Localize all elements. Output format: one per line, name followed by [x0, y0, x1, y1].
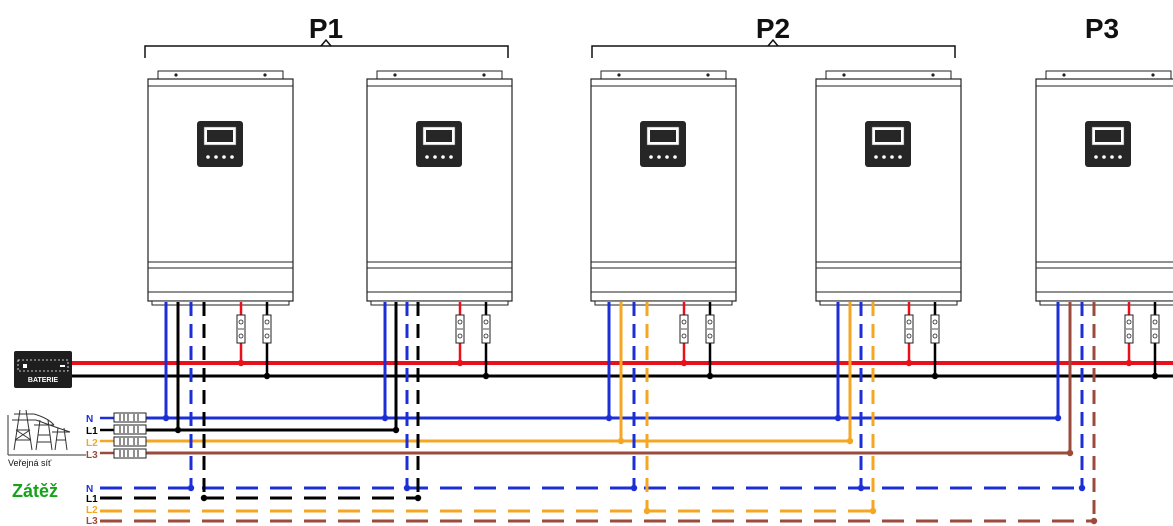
junction-dot — [187, 484, 195, 492]
junction-dot — [1054, 414, 1062, 422]
inverter-button-icon — [206, 155, 210, 159]
group-p3-label: P3 — [1085, 13, 1119, 44]
junction-dot — [643, 507, 651, 515]
inverter-button-icon — [441, 155, 445, 159]
inverter-unit — [815, 70, 962, 306]
inverter-button-icon — [230, 155, 234, 159]
dc-fuse-icon — [1150, 314, 1160, 344]
inverter-button-icon — [673, 155, 677, 159]
inverter-button-icon — [449, 155, 453, 159]
junction-dot — [869, 507, 877, 515]
junction-dot — [617, 437, 625, 445]
junction-dot — [381, 414, 389, 422]
inverter-body — [366, 78, 513, 302]
inverter-button-icon — [649, 155, 653, 159]
grid-breakers — [113, 412, 147, 459]
group-label-p3: P3 — [1085, 13, 1119, 44]
inverter-button-icon — [898, 155, 902, 159]
junction-dot — [857, 484, 865, 492]
junction-dot — [706, 372, 714, 380]
junction-dot — [414, 494, 422, 502]
inverter-button-icon — [890, 155, 894, 159]
inverter-button-icon — [1110, 155, 1114, 159]
junction-dot — [630, 484, 638, 492]
grid-label: Veřejná síť — [8, 458, 52, 468]
junction-dot — [162, 414, 170, 422]
junction-dot — [834, 414, 842, 422]
grid-phase-l1: L1 — [86, 426, 98, 437]
inverter-button-icon — [425, 155, 429, 159]
inverter-button-icon — [433, 155, 437, 159]
inverter-button-icon — [657, 155, 661, 159]
dc-fuse-icon — [1124, 314, 1134, 344]
grid-phase-l2: L2 — [86, 438, 98, 449]
dc-fuse-icon — [236, 314, 246, 344]
junction-dot — [1066, 449, 1074, 457]
grid-pylon-icon — [7, 409, 86, 456]
inverter-unit — [1035, 70, 1173, 306]
junction-dot — [1090, 517, 1098, 525]
inverter-button-icon — [665, 155, 669, 159]
battery-icon: BATERIE — [14, 351, 72, 388]
junction-dot — [846, 437, 854, 445]
junction-dot — [905, 359, 913, 367]
inverter-button-icon — [1094, 155, 1098, 159]
junction-dot — [403, 484, 411, 492]
inverter-unit — [366, 70, 513, 306]
junction-dot — [1151, 372, 1159, 380]
junction-dot — [200, 494, 208, 502]
junction-dot — [174, 426, 182, 434]
inverter-body — [815, 78, 962, 302]
dc-fuse-icon — [904, 314, 914, 344]
junction-dot — [456, 359, 464, 367]
dc-fuse-icon — [679, 314, 689, 344]
group-label-p1: P1 — [309, 13, 343, 44]
inverter-button-icon — [874, 155, 878, 159]
junction-dot — [1078, 484, 1086, 492]
battery-label: BATERIE — [28, 377, 59, 384]
junction-dot — [392, 426, 400, 434]
junction-dot — [237, 359, 245, 367]
grid-phase-n: N — [86, 414, 93, 425]
dc-fuse-icon — [455, 314, 465, 344]
grid-phase-l3: L3 — [86, 450, 98, 461]
dc-fuse-icon — [705, 314, 715, 344]
junction-dot — [931, 372, 939, 380]
junction-dot — [605, 414, 613, 422]
junction-dot — [263, 372, 271, 380]
inverter-unit — [147, 70, 294, 306]
dc-fuse-icon — [481, 314, 491, 344]
inverter-body — [1035, 78, 1173, 302]
dc-fuse-icon — [930, 314, 940, 344]
inverter-button-icon — [1102, 155, 1106, 159]
load-phase-l2: L2 — [86, 505, 98, 516]
junction-dot — [680, 359, 688, 367]
load-label: Zátěž — [12, 481, 58, 501]
inverter-button-icon — [1118, 155, 1122, 159]
dc-fuse-icon — [262, 314, 272, 344]
load-phase-l3: L3 — [86, 516, 98, 526]
inverter-body — [147, 78, 294, 302]
group-p1-bracket: P1 — [144, 13, 509, 58]
inverter-button-icon — [214, 155, 218, 159]
group-label-p2: P2 — [756, 13, 790, 44]
junction-dot — [1125, 359, 1133, 367]
inverter-unit — [590, 70, 737, 306]
inverter-body — [590, 78, 737, 302]
load-phase-l1: L1 — [86, 494, 98, 505]
inverter-button-icon — [222, 155, 226, 159]
group-p2-bracket: P2 — [591, 13, 956, 58]
inverter-button-icon — [882, 155, 886, 159]
load-phase-n: N — [86, 484, 93, 495]
wiring — [72, 302, 1173, 525]
inverters — [147, 70, 1173, 306]
junction-dot — [482, 372, 490, 380]
